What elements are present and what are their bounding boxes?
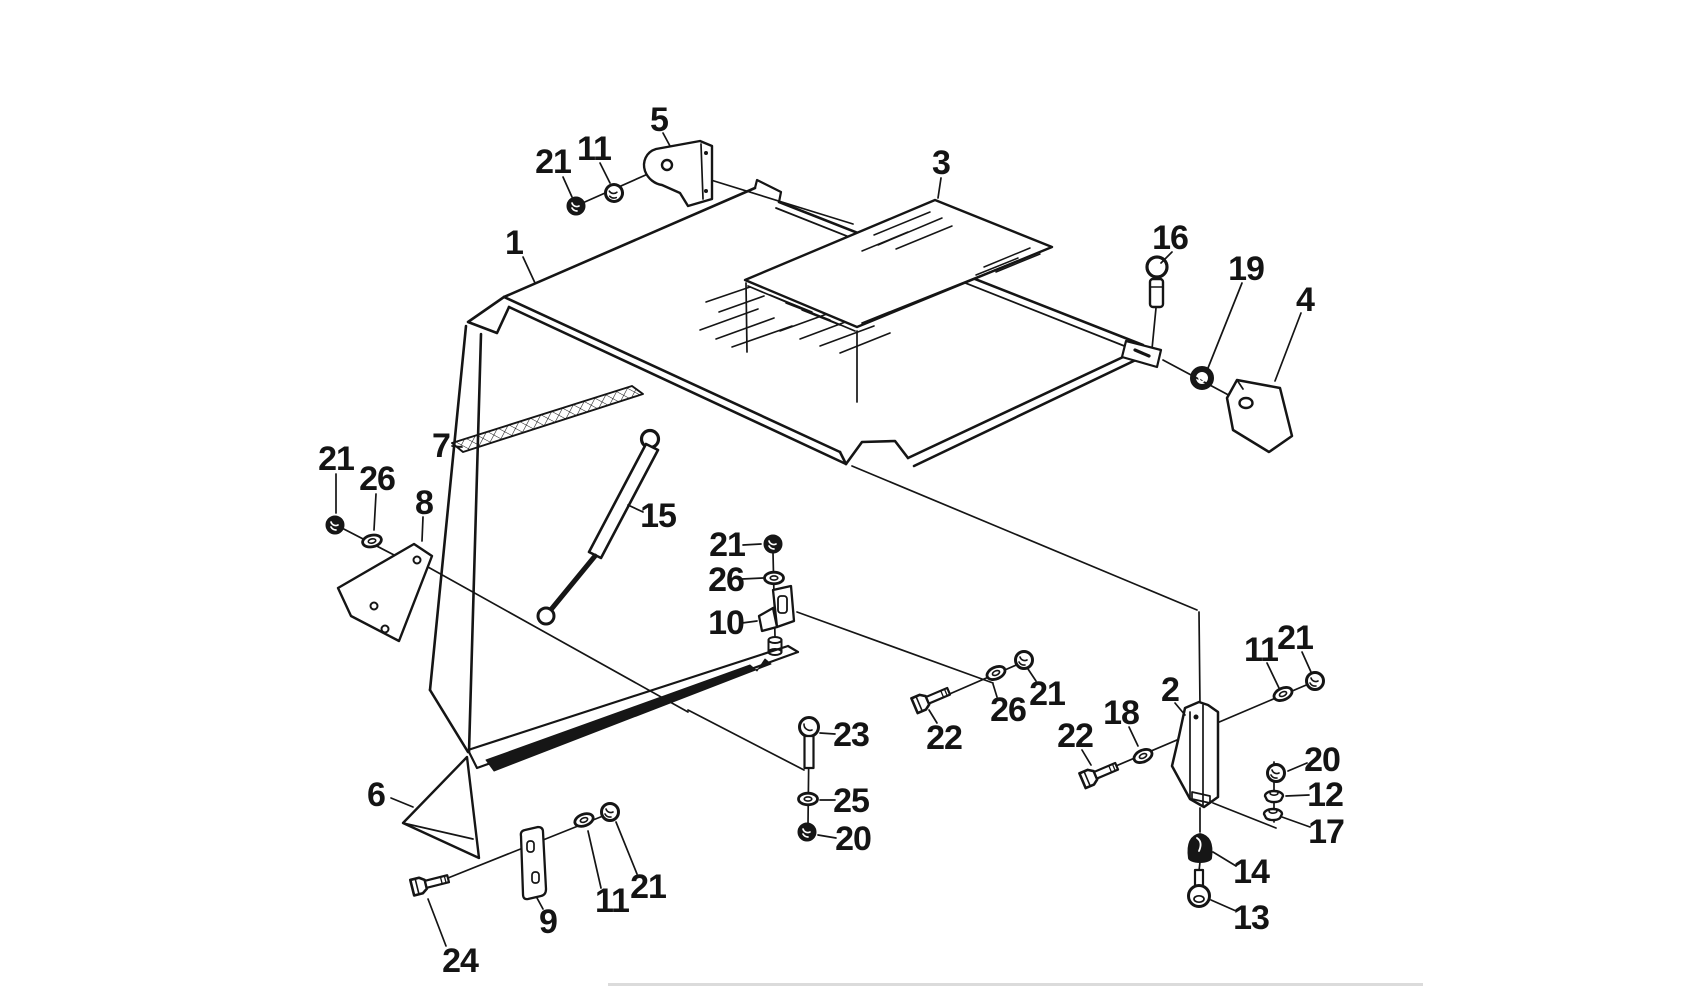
part-callout: 1: [505, 224, 524, 262]
part-callout: 11: [595, 882, 630, 920]
part-callout: 21: [709, 526, 746, 564]
part-callout: 8: [415, 484, 434, 522]
bolt-23: [798, 716, 820, 770]
leader-lines: [335, 132, 1312, 947]
part-callout: 20: [835, 820, 872, 858]
part-callout: 3: [932, 144, 951, 182]
hood-latch-tab: [1120, 339, 1163, 369]
bracket-9: [519, 825, 548, 901]
grille-rail: [466, 644, 800, 772]
part-callout: 11: [1244, 631, 1279, 669]
part-callout: 7: [432, 427, 451, 465]
gas-strut: [536, 428, 661, 626]
part-callout: 18: [1103, 694, 1140, 732]
bracket-4: [1225, 378, 1294, 454]
bumper-14: [1187, 833, 1213, 863]
part-callout: 11: [577, 130, 612, 168]
washer-26: [763, 570, 785, 586]
washer-12: [1263, 789, 1285, 804]
part-callout: 23: [833, 716, 870, 754]
dark-seal-strip: [485, 658, 772, 772]
part-callout: 6: [367, 776, 386, 814]
bolt-13: [1187, 868, 1211, 908]
part-callout: 9: [539, 903, 558, 941]
part-callout: 5: [650, 101, 669, 139]
part-callout: 21: [630, 868, 667, 906]
part-callout: 20: [1304, 741, 1341, 779]
part-callout: 25: [833, 782, 870, 820]
part-callout: 21: [535, 143, 572, 181]
bracket-2: [1170, 700, 1220, 809]
part-callout: 4: [1296, 281, 1315, 319]
part-callout: 14: [1233, 853, 1270, 891]
washer-19: [1190, 366, 1214, 390]
nut-21: [1014, 650, 1034, 670]
nut-20: [1266, 763, 1286, 783]
part-callout: 10: [708, 604, 745, 642]
part-callout: 21: [1029, 675, 1066, 713]
bracket-8: [336, 542, 434, 643]
nut-21: [566, 196, 586, 216]
nut-21: [763, 534, 783, 554]
part-callout: 22: [926, 719, 963, 757]
nut-21: [325, 515, 345, 535]
part-callout: 16: [1152, 219, 1189, 257]
bracket-5: [642, 139, 714, 208]
nut-20: [797, 822, 817, 842]
end-plate: [401, 755, 481, 860]
washer-11: [1270, 683, 1296, 705]
washer-17: [1262, 807, 1284, 822]
washer-11: [571, 809, 597, 831]
bracket-10: [757, 584, 796, 656]
nut-21: [1305, 671, 1325, 691]
washer-26: [360, 531, 384, 551]
part-callout: 26: [359, 460, 396, 498]
part-callout: 21: [1277, 619, 1314, 657]
washer-26: [983, 662, 1009, 684]
hood-louver-hatching: [699, 286, 891, 354]
bolt-22: [1078, 757, 1122, 790]
scan-artifact: [608, 983, 1423, 986]
part-callout: 21: [318, 440, 355, 478]
part-callout: 22: [1057, 717, 1094, 755]
part-callout: 2: [1161, 671, 1180, 709]
part-callout: 19: [1228, 250, 1265, 288]
part-callout: 13: [1233, 899, 1270, 937]
nut-21: [600, 802, 620, 822]
cover-panel: [743, 198, 1054, 332]
bolt-22: [910, 682, 954, 715]
part-callout: 12: [1307, 776, 1344, 814]
washer-25: [797, 791, 819, 807]
part-callout: 17: [1308, 813, 1345, 851]
mesh-strip: [451, 385, 644, 453]
washer-18: [1130, 745, 1156, 767]
pin-16: [1145, 255, 1169, 309]
part-callout: 24: [442, 942, 479, 980]
bolt-24: [408, 869, 452, 897]
spacer-sleeve: [767, 636, 783, 656]
part-callout: 15: [640, 497, 677, 535]
part-callout: 26: [990, 691, 1027, 729]
hardware: [325, 181, 1325, 897]
part-callout: 26: [708, 561, 745, 599]
